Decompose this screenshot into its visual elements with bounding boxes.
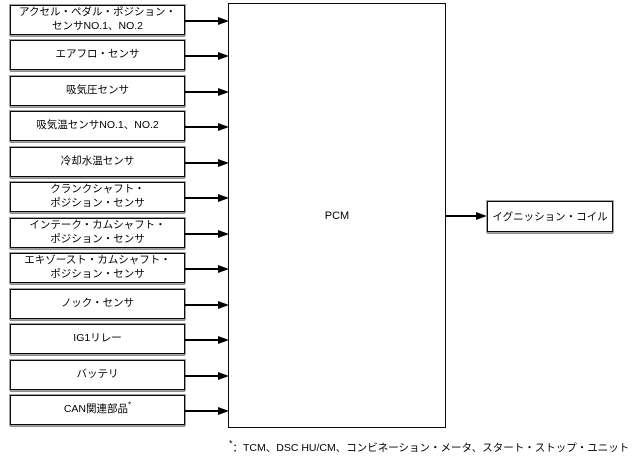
footnote-marker-superscript: *	[128, 400, 132, 410]
source-box-label: エアフロ・センサ	[55, 48, 140, 61]
input-arrow	[185, 372, 229, 380]
input-arrow	[185, 230, 229, 238]
source-box-ig1-relay: IG1リレー	[9, 323, 186, 355]
source-box-label: エキゾースト・カムシャフト・ ポジション・センサ	[24, 254, 171, 280]
input-arrow	[185, 194, 229, 202]
source-box-intake-air-temp-sensor: 吸気温センサNO.1、NO.2	[9, 110, 186, 142]
footnote-text: TCM、DSC HU/CM、コンビネーション・メータ、スタート・ストップ・ユニッ…	[243, 442, 630, 454]
input-arrow	[185, 159, 229, 167]
input-arrow	[185, 336, 229, 344]
source-box-coolant-temp-sensor: 冷却水温センサ	[9, 146, 186, 178]
source-box-label: 吸気圧センサ	[66, 84, 129, 97]
source-box-crankshaft-position-sensor: クランクシャフト・ ポジション・センサ	[9, 181, 186, 213]
source-box-battery: バッテリ	[9, 359, 186, 391]
source-box-label: 吸気温センサNO.1、NO.2	[36, 119, 159, 132]
source-box-intake-camshaft-position-sensor: インテーク・カムシャフト・ ポジション・センサ	[9, 217, 186, 249]
source-box-label: ノック・センサ	[60, 297, 135, 310]
input-arrow	[185, 88, 229, 96]
source-box-intake-pressure-sensor: 吸気圧センサ	[9, 75, 186, 107]
input-arrow	[185, 407, 229, 415]
source-box-label: アクセル・ペダル・ポジション・ センサNO.1、NO.2	[19, 6, 176, 32]
input-arrow	[185, 265, 229, 273]
input-arrow	[185, 123, 229, 131]
source-box-label: 冷却水温センサ	[60, 155, 135, 168]
input-arrow	[185, 52, 229, 60]
output-arrow	[446, 212, 487, 220]
pcm-label: PCM	[324, 209, 350, 222]
source-box-can-related-parts: CAN関連部品*	[9, 394, 186, 426]
source-box-label: CAN関連部品*	[63, 400, 132, 417]
input-arrow	[185, 17, 229, 25]
source-box-accel-pedal-position-sensor: アクセル・ペダル・ポジション・ センサNO.1、NO.2	[9, 4, 186, 36]
footnote-colon: ：	[232, 442, 244, 454]
source-box-knock-sensor: ノック・センサ	[9, 288, 186, 320]
source-box-label-text: CAN関連部品	[63, 403, 129, 416]
source-box-label: インテーク・カムシャフト・ ポジション・センサ	[29, 219, 166, 245]
ignition-coil-box: イグニッション・コイル	[486, 200, 614, 233]
input-arrow	[185, 301, 229, 309]
footnote: *：TCM、DSC HU/CM、コンビネーション・メータ、スタート・ストップ・ユ…	[229, 438, 630, 455]
source-box-exhaust-camshaft-position-sensor: エキゾースト・カムシャフト・ ポジション・センサ	[9, 252, 186, 284]
source-box-label: バッテリ	[76, 368, 119, 381]
source-box-label: クランクシャフト・ ポジション・センサ	[50, 183, 145, 209]
ignition-coil-label: イグニッション・コイル	[492, 211, 608, 223]
pcm-box: PCM	[228, 3, 446, 428]
source-box-label: IG1リレー	[73, 332, 122, 345]
source-box-airflow-sensor: エアフロ・センサ	[9, 39, 186, 71]
footnote-marker: *	[229, 438, 233, 449]
